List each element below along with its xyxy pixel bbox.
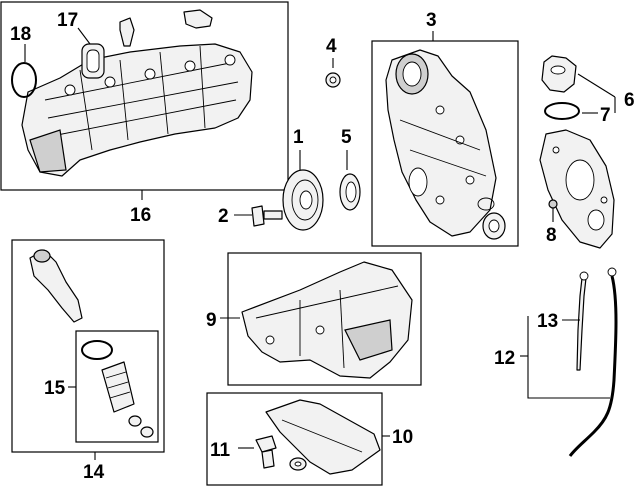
callout-5: 5 [341,127,352,148]
cover-8-group: 8 [539,129,615,249]
sensor-left[interactable] [119,17,135,47]
callout-2: 2 [218,206,229,227]
drain-plug-11[interactable] [255,435,277,453]
callout-9: 9 [206,310,217,331]
callout-16: 16 [130,205,151,226]
callout-12: 12 [494,348,515,369]
seal-ring-15b[interactable] [140,426,154,438]
intake-manifold-box [0,1,289,191]
lower-pan-box [206,392,383,486]
oil-filter-box [11,239,165,453]
oil-pan-box [227,252,422,386]
oil-pan-lower-10[interactable] [265,399,381,475]
pulley-1-group: 1 [282,127,324,231]
o-ring-18[interactable] [11,62,37,98]
lower-pan-group: 10 11 [206,392,413,486]
dipstick-group: 13 12 [494,267,618,457]
timing-cover-group: 3 [371,10,519,247]
callout-11: 11 [210,440,231,461]
callout-3: 3 [426,10,437,31]
sensor-right[interactable] [183,9,213,29]
callout-18: 18 [10,24,31,45]
seal-ring-15a[interactable] [128,415,142,427]
seal-4-group: 4 [325,36,341,88]
o-ring-7[interactable] [544,102,580,120]
oil-pan-upper-9[interactable] [241,261,413,379]
oil-pan-group: 9 [206,252,422,386]
intake-manifold-group: 18 17 16 [0,1,289,226]
callout-13: 13 [537,311,558,332]
callout-6: 6 [624,90,635,111]
callout-17: 17 [57,10,78,31]
filter-element-15[interactable] [101,361,135,413]
timing-cover-box [371,40,519,247]
callout-1: 1 [293,127,304,148]
callout-4: 4 [326,36,337,57]
oil-filter-group: 15 14 [11,239,165,483]
o-ring-15[interactable] [81,340,113,360]
intake-manifold[interactable] [21,43,253,177]
dipstick-13[interactable] [576,277,587,371]
bolt-2[interactable] [251,205,265,227]
seal-5-group: 5 [339,127,361,211]
dipstick-tube-12[interactable] [568,275,618,457]
callout-10: 10 [392,427,413,448]
cap-6-group: 7 6 [541,55,635,126]
filter-housing[interactable] [29,249,83,323]
callout-8: 8 [546,225,557,246]
callout-15: 15 [44,378,66,399]
bolt-2-group: 2 [218,205,283,227]
callout-14: 14 [83,462,105,483]
callout-7: 7 [600,105,611,126]
